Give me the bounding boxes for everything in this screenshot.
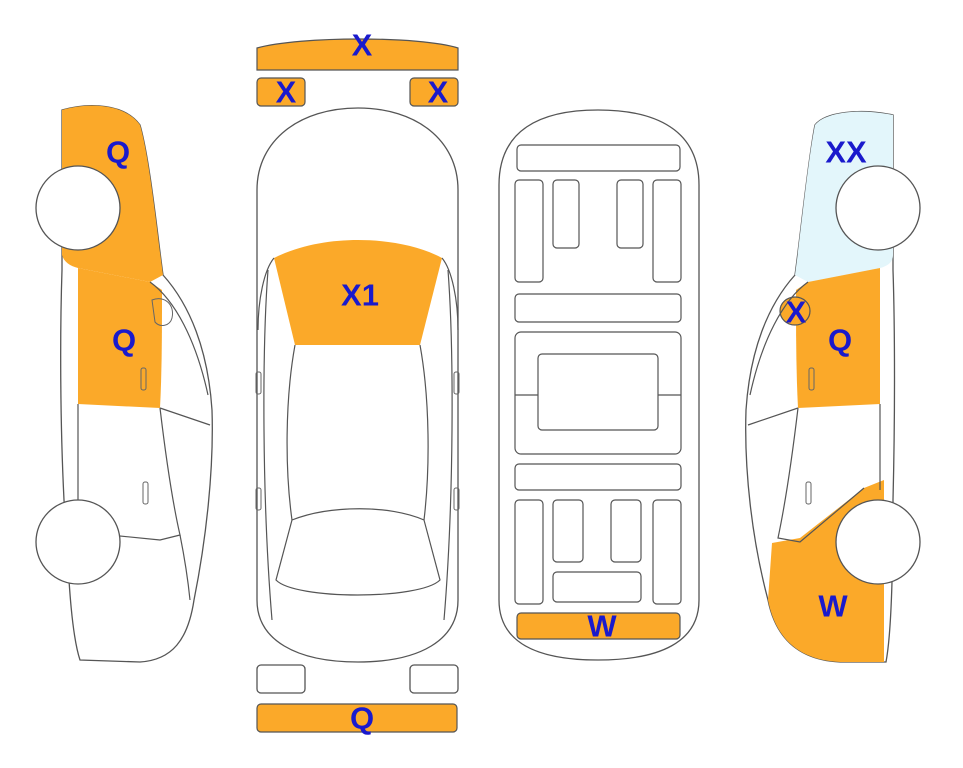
top-view-door-line-right: [443, 269, 453, 621]
left-rear-door-edge: [109, 407, 181, 541]
left-front-fender-code: Q: [106, 135, 130, 170]
hood-top-panel: [256, 38, 459, 71]
top-view-body-outline: [256, 107, 459, 663]
top-view-handle-right: [453, 487, 460, 511]
top-view-mirror-left: [255, 371, 262, 395]
right-front-door-handle: [808, 367, 815, 391]
left-rear-door-handle: [142, 481, 149, 505]
left-front-wheel: [35, 165, 121, 251]
top-view-a-pillar-left: [257, 257, 275, 331]
left-rocker-line: [179, 534, 191, 601]
right-mirror-panel: [779, 296, 811, 326]
windshield-code: X1: [341, 278, 379, 313]
right-rear-door-edge: [777, 407, 865, 543]
right-mirror-code: X: [786, 295, 807, 330]
underbody-floor-pan: [537, 353, 659, 431]
top-view-rear-window: [275, 508, 441, 596]
top-view-door-line-left: [263, 269, 273, 621]
top-view-mirror-right: [453, 371, 460, 395]
left-mirror: [151, 298, 174, 326]
left-front-door-handle: [140, 367, 147, 391]
underbody-rail-3: [616, 179, 644, 249]
right-rear-wheel: [835, 499, 921, 585]
hood-right-code: X: [428, 75, 449, 110]
underbody-rear-bumper-code: W: [587, 609, 617, 644]
underbody-rear-rail-1: [514, 499, 544, 605]
underbody-rail-2: [552, 179, 580, 249]
rear-right-lamp: [409, 664, 459, 694]
hood-right-panel: [409, 77, 459, 107]
underbody-rear-bumper-panel: [516, 612, 681, 640]
underbody-rail-1: [514, 179, 544, 283]
top-view-roof-right: [419, 344, 429, 521]
underbody-floor-frame: [514, 331, 682, 455]
underbody-view: W: [498, 109, 700, 661]
underbody-front-crossmember: [516, 144, 681, 172]
underbody-rear-crossmember: [552, 571, 642, 603]
right-front-wheel: [835, 165, 921, 251]
left-side-window-line: [149, 281, 209, 396]
underbody-rear-rail-4: [652, 499, 682, 605]
underbody-rail-4: [652, 179, 682, 283]
left-side-view: Q Q: [35, 105, 213, 663]
top-view-a-pillar-right: [441, 257, 459, 331]
right-rear-door-handle: [805, 481, 812, 505]
top-view: X X X X1 Q: [255, 28, 460, 736]
underbody-outline: [498, 109, 700, 661]
right-side-window-line: [749, 281, 809, 396]
windshield-panel: [274, 240, 442, 345]
rear-left-lamp: [256, 664, 306, 694]
hood-top-code: X: [352, 28, 373, 63]
left-front-door-code: Q: [112, 323, 136, 358]
right-front-door-panel: [796, 268, 880, 408]
right-rear-quarter-code: W: [818, 589, 848, 624]
underbody-mid-crossmember-1: [514, 293, 682, 323]
underbody-rear-rail-2: [552, 499, 584, 563]
right-front-fender-code: XX: [825, 135, 867, 170]
top-view-handle-left: [255, 487, 262, 511]
hood-left-panel: [256, 77, 306, 107]
left-side-pillar-line: [159, 407, 211, 426]
right-side-view: XX X Q W: [745, 110, 921, 663]
right-side-pillar-line: [747, 407, 799, 426]
hood-left-code: X: [276, 75, 297, 110]
right-front-door-code: Q: [828, 323, 852, 358]
front-bumper-code: Q: [350, 701, 374, 736]
underbody-rear-rail-3: [610, 499, 642, 563]
front-bumper-panel: [256, 703, 458, 733]
left-rear-wheel: [35, 499, 121, 585]
underbody-mid-crossmember-2: [514, 463, 682, 491]
top-view-roof-left: [286, 344, 296, 521]
